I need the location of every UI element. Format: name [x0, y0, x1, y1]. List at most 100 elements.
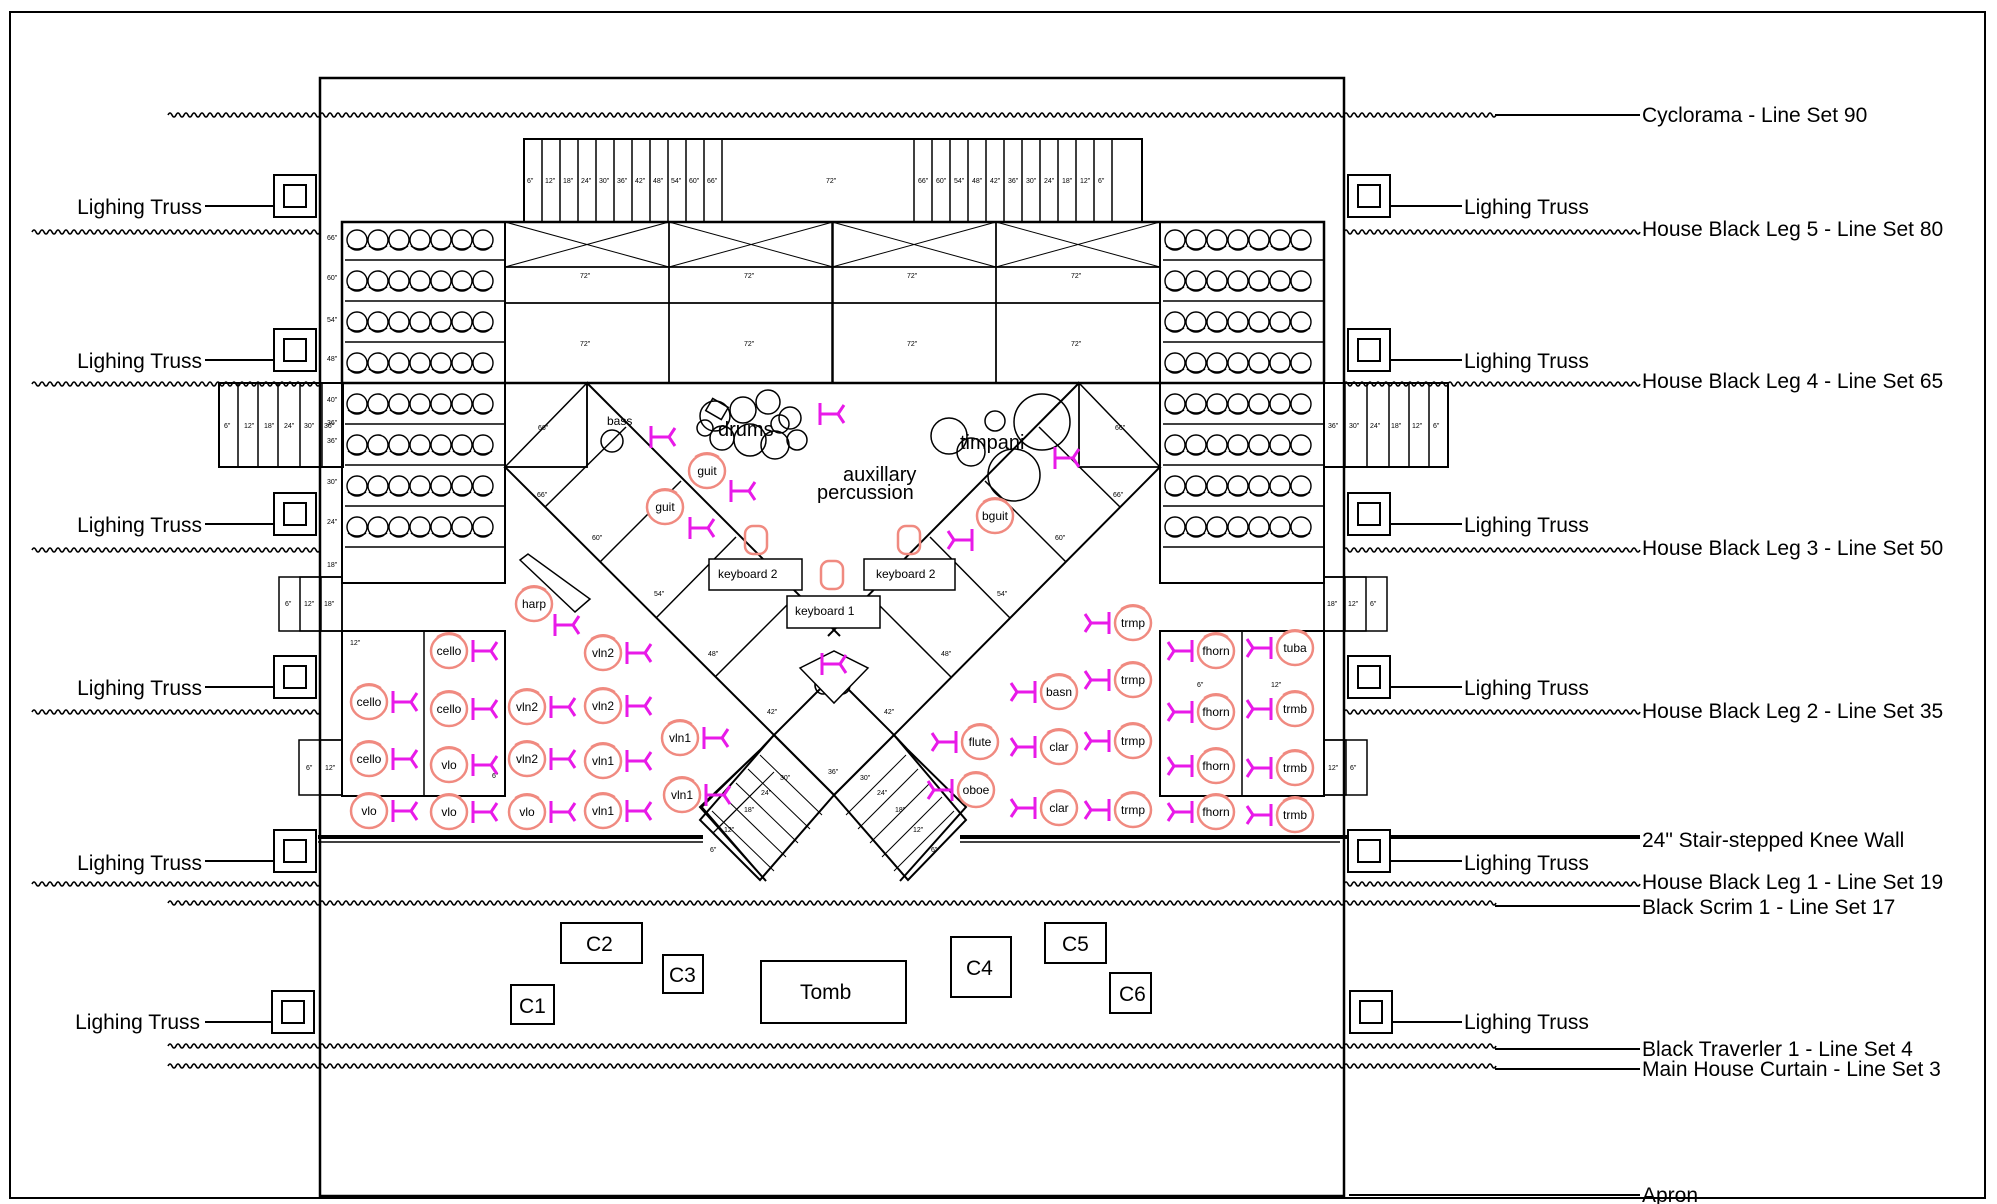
audience-seat-arm: [410, 327, 430, 332]
audience-seat: [1206, 475, 1228, 497]
music-stand: [1083, 731, 1093, 742]
audience-seat: [409, 270, 431, 292]
audience-seat: [1164, 311, 1186, 333]
line-set-label: Main House Curtain - Line Set 3: [1642, 1058, 1941, 1081]
curtain-line: [31, 881, 321, 887]
riser-height-label: 66": [1115, 425, 1126, 432]
music-stand: [722, 794, 732, 805]
audience-seat-arm: [473, 368, 493, 373]
player-chair-back: [590, 742, 616, 748]
stair-step: [723, 796, 787, 858]
riser-step: [929, 536, 1011, 619]
riser-height-label: 66": [707, 178, 718, 185]
music-stand: [567, 811, 577, 822]
riser: [1078, 381, 1162, 468]
music-stand: [1083, 809, 1093, 820]
player-chair-back: [1046, 673, 1072, 679]
audience-seat: [1269, 352, 1291, 374]
audience-seat: [388, 434, 410, 456]
player-chair-back: [1120, 604, 1146, 610]
riser-height-label: 30": [599, 178, 610, 185]
music-stand: [1245, 805, 1255, 816]
audience-seat-arm: [389, 286, 409, 291]
music-stand: [567, 706, 577, 717]
riser-height-label: 60": [689, 178, 700, 185]
player-chair-back: [436, 690, 462, 696]
truss-box-inner: [1357, 502, 1381, 526]
prop-label: C1: [519, 995, 546, 1018]
audience-seat-arm: [473, 327, 493, 332]
audience-seat-arm: [1228, 491, 1248, 496]
riser-height-label: 42": [635, 178, 646, 185]
riser-platforms: 6"12"18"24"30"36"42"48"54"60"66"72"66"60…: [218, 138, 1449, 882]
riser-height-label: 12": [1328, 765, 1339, 772]
audience-seat-arm: [473, 491, 493, 496]
audience-seat: [388, 229, 410, 251]
instrument-label: harp: [522, 597, 546, 611]
player-chair-back: [590, 792, 616, 798]
audience-seat: [367, 434, 389, 456]
music-stand: [667, 427, 677, 438]
audience-seat: [1248, 434, 1270, 456]
audience-seat: [388, 270, 410, 292]
music-stand: [489, 699, 499, 710]
audience-seat: [1164, 475, 1186, 497]
audience-seat: [346, 393, 368, 415]
riser-height-label: 54": [997, 591, 1008, 598]
props: [510, 922, 1152, 1025]
riser: [503, 381, 588, 468]
audience-seat-arm: [1228, 532, 1248, 537]
audience-seat-arm: [1186, 450, 1206, 455]
audience-seat-arm: [368, 245, 388, 250]
audience-seat: [409, 434, 431, 456]
audience-seat-arm: [1165, 368, 1185, 373]
riser-height-label: 60": [936, 178, 947, 185]
riser-height-label: 12": [304, 601, 315, 608]
riser-height-label: 72": [580, 273, 591, 280]
audience-seat-arm: [368, 286, 388, 291]
music-stand: [1166, 756, 1176, 767]
audience-seat-arm: [1228, 450, 1248, 455]
instrument-label: vln1: [592, 754, 614, 768]
truss-label: Lighing Truss: [77, 514, 202, 537]
truss-box-inner: [283, 184, 307, 208]
keyboard-label: keyboard 2: [876, 567, 936, 581]
player-chair-back: [1282, 796, 1308, 802]
audience-seat: [430, 475, 452, 497]
audience-seat-arm: [368, 409, 388, 414]
riser-height-label: 40": [327, 397, 338, 404]
riser-height-label: 42": [990, 178, 1001, 185]
audience-seat: [1290, 434, 1312, 456]
auxiliary-percussion-label: percussion: [817, 482, 914, 504]
music-stand: [489, 650, 499, 661]
music-stand: [1245, 767, 1255, 778]
audience-seat-arm: [368, 368, 388, 373]
music-stand: [643, 705, 653, 716]
music-stand: [643, 696, 653, 707]
music-stand: [571, 624, 581, 635]
audience-seat-arm: [1165, 327, 1185, 332]
audience-seat-arm: [1249, 450, 1269, 455]
prop-label: C5: [1062, 933, 1089, 956]
instrument-label: fhorn: [1202, 805, 1229, 819]
player-chair-back: [356, 683, 382, 689]
audience-seat: [346, 229, 368, 251]
riser-height-label: 18": [327, 562, 338, 569]
audience-seat-arm: [431, 286, 451, 291]
music-stand: [1245, 647, 1255, 658]
line-set-label: House Black Leg 5 - Line Set 80: [1642, 218, 1943, 241]
music-stand: [409, 692, 419, 703]
music-stand: [409, 701, 419, 712]
riser-height-label: 72": [907, 273, 918, 280]
audience-seat-arm: [1207, 368, 1227, 373]
prop-label: C3: [669, 964, 696, 987]
truss-box: [273, 829, 317, 873]
curtain-line: [1343, 881, 1641, 887]
truss-box: [273, 174, 317, 218]
audience-seat: [1227, 352, 1249, 374]
truss-box: [1347, 174, 1391, 218]
audience-seat: [367, 229, 389, 251]
drums-label: drums: [718, 419, 774, 441]
riser-height-label: 36": [324, 423, 335, 430]
audience-seat-arm: [389, 245, 409, 250]
